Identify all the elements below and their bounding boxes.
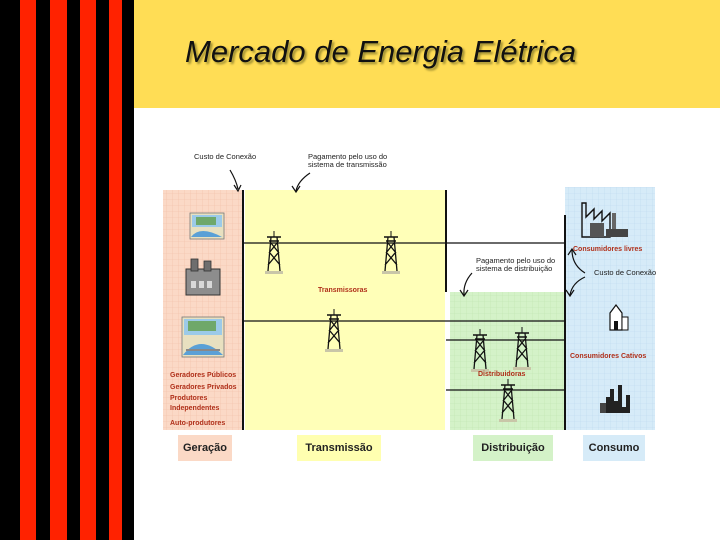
annotation-custo-conexao-geracao: Custo de Conexão — [194, 152, 257, 161]
arrow-icon — [229, 169, 239, 190]
zone-label-consumidores-cativos: Consumidores Cativos — [570, 353, 647, 360]
stripe-black-1 — [0, 0, 20, 540]
stripe-red-3 — [80, 0, 96, 540]
annotation-custo-conexao-consumo: Custo de Conexão — [594, 268, 657, 277]
thermal-plant-icon — [185, 258, 221, 296]
stripe-red-1 — [20, 0, 36, 540]
zone-label-consumidores-livres: Consumidores livres — [573, 246, 643, 253]
house-icon — [609, 304, 629, 331]
annotation-pagamento-transmissao: Pagamento pelo uso do sistema de transmi… — [308, 152, 388, 169]
distribution-zone — [450, 292, 565, 430]
stripe-black-5 — [122, 0, 134, 540]
annotation-pagamento-distribuicao: Pagamento pelo uso do sistema de distrib… — [476, 256, 556, 273]
stripe-black-3 — [67, 0, 80, 540]
dam-icon — [181, 316, 225, 358]
zone-label-transmissoras: Transmissoras — [318, 287, 368, 294]
hydro-plant-icon — [189, 212, 225, 240]
city-skyline-icon — [600, 385, 630, 413]
arrow-icon — [571, 249, 586, 274]
header-band — [134, 0, 720, 108]
stage-box-consumo: Consumo — [583, 435, 645, 461]
stripe-red-4 — [109, 0, 122, 540]
arrow-icon — [295, 172, 311, 192]
stage-box-geracao: Geração — [178, 435, 232, 461]
generator-label: Produtores Independentes — [170, 395, 220, 412]
stripe-red-2 — [50, 0, 67, 540]
stage-box-distribuicao: Distribuição — [473, 435, 553, 461]
stripe-black-2 — [36, 0, 50, 540]
energy-market-diagram: Custo de Conexão Pagamento pelo uso do s… — [160, 145, 660, 470]
arrow-icon — [463, 272, 473, 296]
zone-label-distribuidoras: Distribuidoras — [478, 371, 526, 378]
generator-label: Geradores Privados — [170, 384, 237, 391]
generator-label: Geradores Públicos — [170, 372, 237, 379]
stage-box-transmissao: Transmissão — [297, 435, 381, 461]
stripe-black-4 — [96, 0, 109, 540]
generator-label: Auto-produtores — [170, 420, 226, 427]
transmission-zone — [245, 190, 445, 430]
factory-icon — [581, 202, 628, 238]
slide-title: Mercado de Energia Elétrica — [185, 34, 577, 69]
arrow-icon — [569, 276, 586, 296]
diagram-graphics — [163, 169, 655, 430]
